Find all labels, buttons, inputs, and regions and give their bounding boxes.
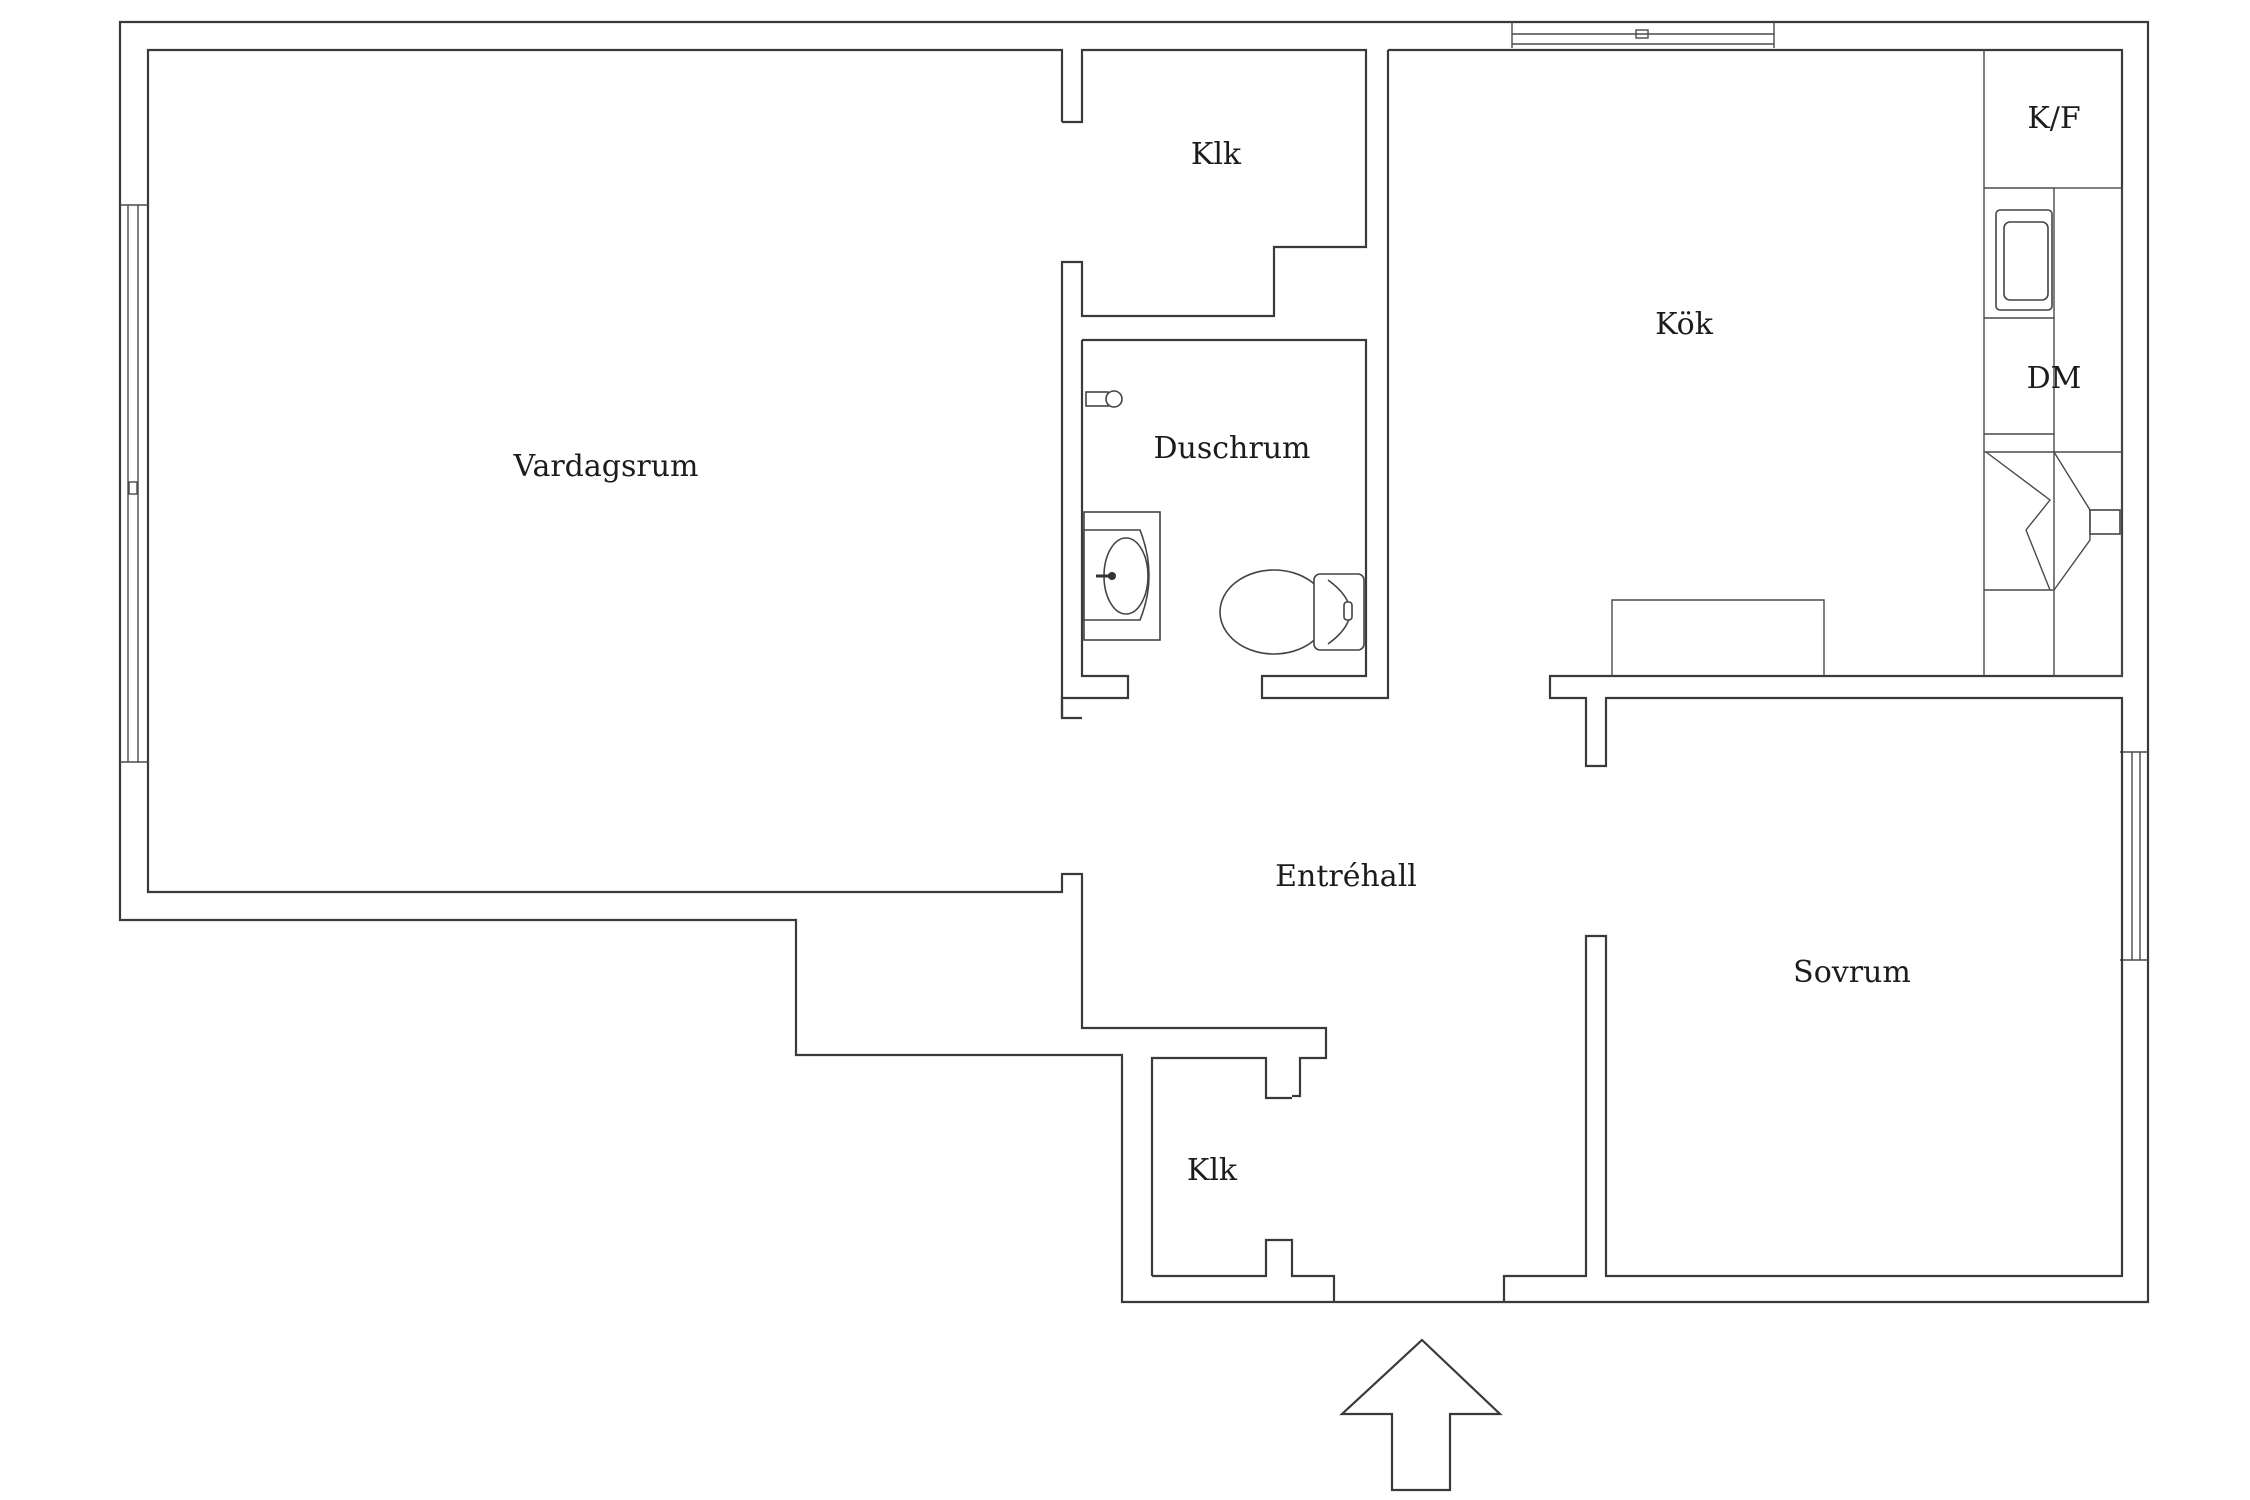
kitchen-island	[1611, 599, 1825, 676]
outer-wall-outline	[118, 20, 2150, 1304]
top-window	[1511, 22, 1775, 48]
up-arrow-icon	[1339, 1338, 1503, 1492]
left-window	[120, 204, 148, 763]
top-window-latch	[1635, 29, 1649, 39]
living-room-walls	[146, 48, 1328, 1098]
room-label-vardagsrum: Vardagsrum	[513, 449, 699, 484]
living-room-walls-b	[1060, 48, 1368, 720]
hall-bottom-walls	[1150, 1056, 1292, 1276]
room-label-duschrum: Duschrum	[1153, 431, 1310, 466]
shower-room-walls	[1082, 50, 1390, 700]
room-label-klk-bottom: Klk	[1187, 1153, 1238, 1188]
shower-room-walls-b	[1060, 340, 1130, 718]
room-label-sovrum: Sovrum	[1793, 955, 1911, 990]
sink-icon	[1083, 511, 1161, 641]
shower-icon	[1085, 390, 1123, 408]
kitchen-units	[1983, 50, 2122, 676]
room-label-dm: DM	[2027, 361, 2082, 396]
room-label-klk-top: Klk	[1191, 137, 1242, 172]
bottom-closet-walls	[1152, 1238, 1336, 1302]
room-label-entrehall: Entréhall	[1275, 859, 1417, 894]
room-label-kok: Kök	[1655, 307, 1714, 342]
kitchen-walls	[1388, 48, 2124, 1302]
room-label-kf: K/F	[2027, 101, 2080, 136]
right-window	[2120, 751, 2148, 961]
left-window-latch	[128, 481, 138, 495]
kitchen-counter-strip	[2053, 187, 2123, 677]
stove-hood-icon	[1985, 451, 2121, 591]
toilet-icon	[1219, 569, 1365, 655]
kitchen-sink-icon	[1995, 209, 2053, 311]
